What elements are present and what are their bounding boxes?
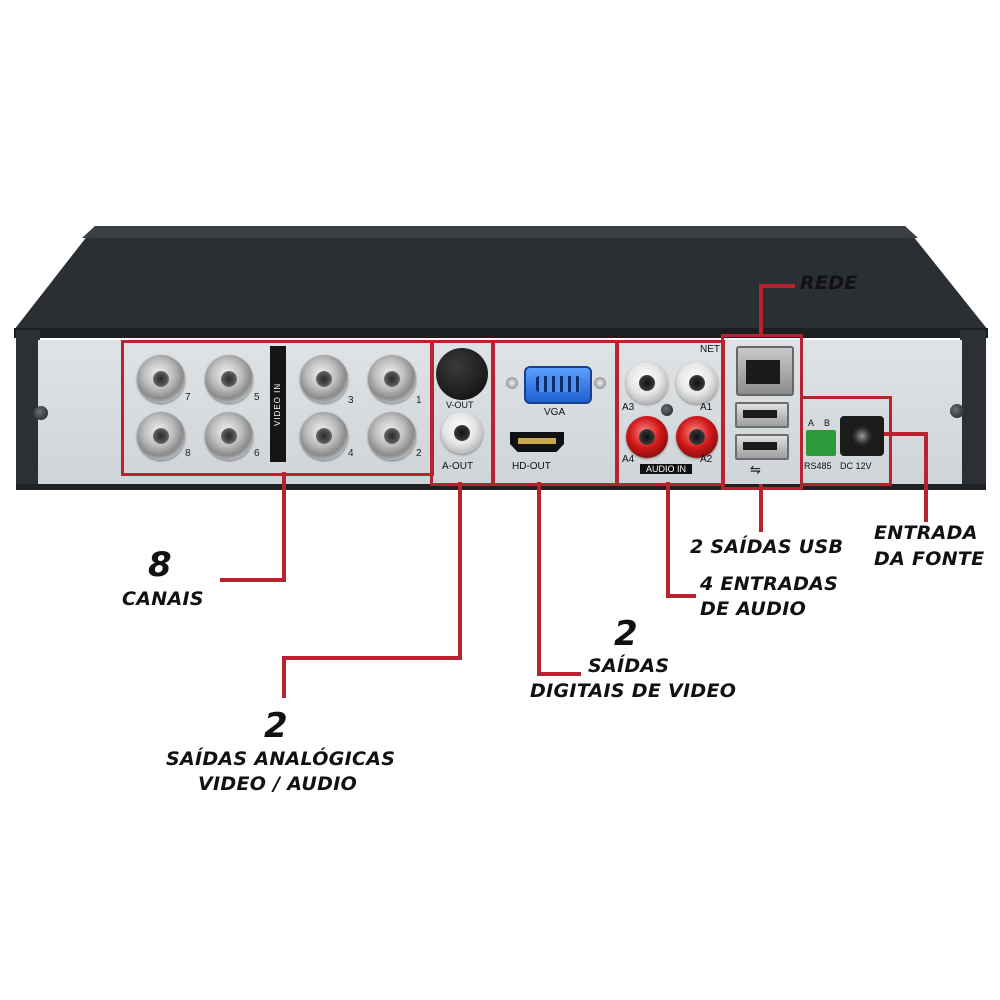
annotation-fonte-line2: DA FONTE [874, 548, 985, 570]
v-out-cap [436, 348, 488, 400]
bnc-connector-2 [368, 412, 416, 460]
callout-line [666, 594, 696, 598]
annotation-usb: 2 SAÍDAS USB [690, 536, 844, 558]
ethernet-port [736, 346, 794, 396]
channel-number: 6 [254, 448, 260, 459]
callout-box-video-in [121, 340, 434, 476]
v-out-label: V-OUT [446, 400, 474, 410]
audio-port-label: A3 [622, 402, 635, 413]
rs485-pin-label: B [824, 418, 831, 428]
annotation-canais-label: CANAIS [122, 588, 204, 610]
screw-icon [661, 404, 673, 416]
callout-line [759, 284, 795, 288]
channel-number: 4 [348, 448, 354, 459]
channel-number: 3 [348, 395, 354, 406]
audio-in-a4 [626, 416, 668, 458]
channel-number: 5 [254, 392, 260, 403]
callout-line [759, 484, 763, 532]
rs485-label: RS485 [804, 461, 832, 471]
callout-line [220, 578, 286, 582]
channel-number: 1 [416, 395, 422, 406]
screw-icon [950, 404, 964, 418]
callout-line [759, 284, 763, 336]
callout-line [666, 482, 670, 598]
channel-number: 2 [416, 448, 422, 459]
annotation-audio-line2: DE AUDIO [700, 598, 807, 620]
bnc-connector-8 [137, 412, 185, 460]
annotation-canais-number: 8 [148, 545, 172, 585]
audio-in-a3 [626, 362, 668, 404]
vga-screw-icon [594, 377, 606, 389]
audio-port-label: A4 [622, 454, 635, 465]
audio-port-label: A1 [700, 402, 713, 413]
callout-line [537, 482, 541, 676]
usb-icon: ⇋ [750, 462, 761, 477]
annotation-rede: REDE [800, 272, 858, 294]
callout-box-audio-in [616, 340, 725, 486]
usb-port [735, 434, 789, 460]
bnc-connector-1 [368, 355, 416, 403]
callout-line [282, 656, 286, 698]
audio-in-label: AUDIO IN [640, 464, 693, 474]
dc-12v-label: DC 12V [840, 461, 872, 471]
rs485-terminal [806, 430, 836, 456]
callout-box-analog-out [430, 340, 494, 486]
hdmi-port [510, 432, 564, 452]
a-out-rca-connector [441, 412, 483, 454]
callout-line [282, 472, 286, 582]
callout-box-digital-out [492, 340, 618, 486]
callout-line [884, 432, 928, 436]
a-out-label: A-OUT [442, 461, 474, 472]
annotation-audio-line1: 4 ENTRADAS [700, 573, 839, 595]
annotation-analog-line2: VIDEO / AUDIO [198, 773, 358, 795]
dc-power-jack [840, 416, 884, 456]
bnc-connector-5 [205, 355, 253, 403]
bnc-connector-4 [300, 412, 348, 460]
chassis-right-side [960, 330, 986, 488]
callout-line [458, 482, 462, 660]
vga-port [524, 366, 592, 404]
vga-label: VGA [544, 407, 566, 418]
net-label: NET [700, 344, 720, 355]
channel-number: 7 [185, 392, 191, 403]
annotation-digitais-line1: SAÍDAS [588, 655, 670, 677]
annotation-analog-line1: SAÍDAS ANALÓGICAS [166, 748, 396, 770]
annotation-analog-number: 2 [264, 706, 288, 746]
audio-in-a1 [676, 362, 718, 404]
callout-line [282, 656, 462, 660]
channel-number: 8 [185, 448, 191, 459]
bnc-connector-3 [300, 355, 348, 403]
hd-out-label: HD-OUT [512, 461, 551, 472]
annotation-digitais-line2: DIGITAIS DE VIDEO [530, 680, 737, 702]
bnc-connector-7 [137, 355, 185, 403]
usb-port [735, 402, 789, 428]
callout-box-network-usb [721, 334, 803, 490]
audio-in-a2 [676, 416, 718, 458]
callout-box-power [800, 396, 892, 486]
callout-line [537, 672, 581, 676]
vga-screw-icon [506, 377, 518, 389]
annotation-digitais-number: 2 [614, 614, 638, 654]
callout-line [924, 432, 928, 522]
audio-port-label: A2 [700, 454, 713, 465]
rear-panel [38, 340, 962, 486]
chassis-bottom-edge [16, 484, 986, 490]
rs485-pin-label: A [808, 418, 815, 428]
bnc-connector-6 [205, 412, 253, 460]
screw-icon [34, 406, 48, 420]
annotation-fonte-line1: ENTRADA [874, 522, 978, 544]
